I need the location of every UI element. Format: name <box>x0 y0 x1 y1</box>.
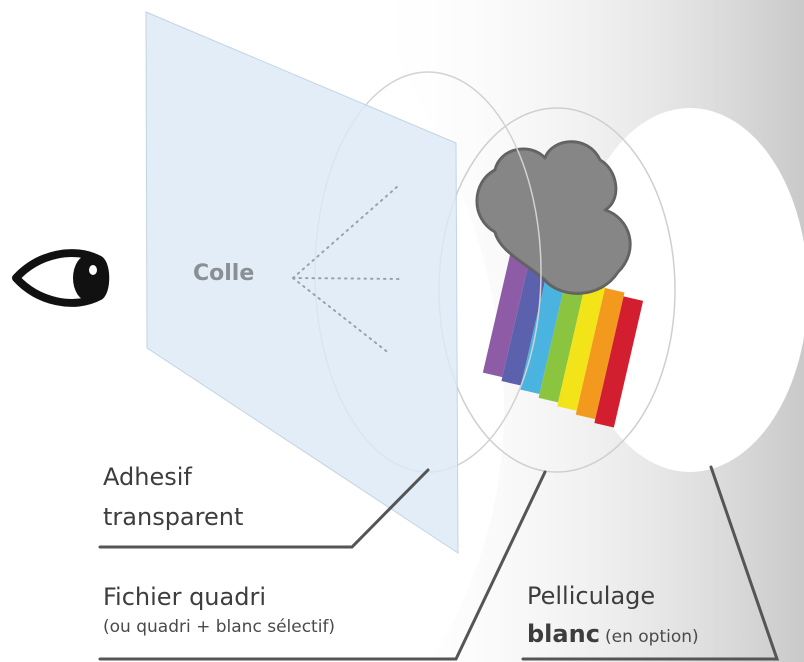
rainbow-stripe <box>538 271 588 403</box>
print-file-label: Fichier quadri (ou quadri + blanc sélect… <box>103 580 335 640</box>
rainbow-stripe <box>482 245 532 378</box>
adhesive-label-line2: transparent <box>103 503 244 531</box>
lamination-leader-line <box>521 465 780 661</box>
print-file-label-title: Fichier quadri <box>103 583 266 611</box>
rainbow-stripe <box>575 287 625 420</box>
adhesive-label: Adhesif transparent <box>103 457 243 537</box>
transparent-film-panel <box>145 11 459 554</box>
white-lamination-layer <box>572 108 804 472</box>
eye-icon <box>12 249 110 307</box>
rainbow-stripe <box>557 279 606 411</box>
print-file-label-note: (ou quadri + blanc sélectif) <box>103 617 336 637</box>
lamination-label-bold: blanc <box>527 620 600 648</box>
lamination-label-line1: Pelliculage <box>527 582 656 610</box>
adhesive-label-line1: Adhesif <box>103 463 192 491</box>
rainbow-stripe <box>501 254 551 386</box>
lamination-label-note: (en option) <box>605 627 699 647</box>
rain-cloud-rainbow-icon <box>475 140 632 295</box>
glue-label: Colle <box>193 261 255 286</box>
rainbow-stripes <box>482 245 644 428</box>
rainbow-stripe <box>520 262 569 394</box>
lamination-label: Pelliculage blanc (en option) <box>527 577 699 656</box>
rainbow-stripe <box>594 296 644 428</box>
file-leader-line <box>98 470 547 661</box>
cloud-shadow <box>476 141 631 294</box>
glue-dotted-lines <box>292 185 404 355</box>
adhesive-leader-line <box>98 468 430 549</box>
